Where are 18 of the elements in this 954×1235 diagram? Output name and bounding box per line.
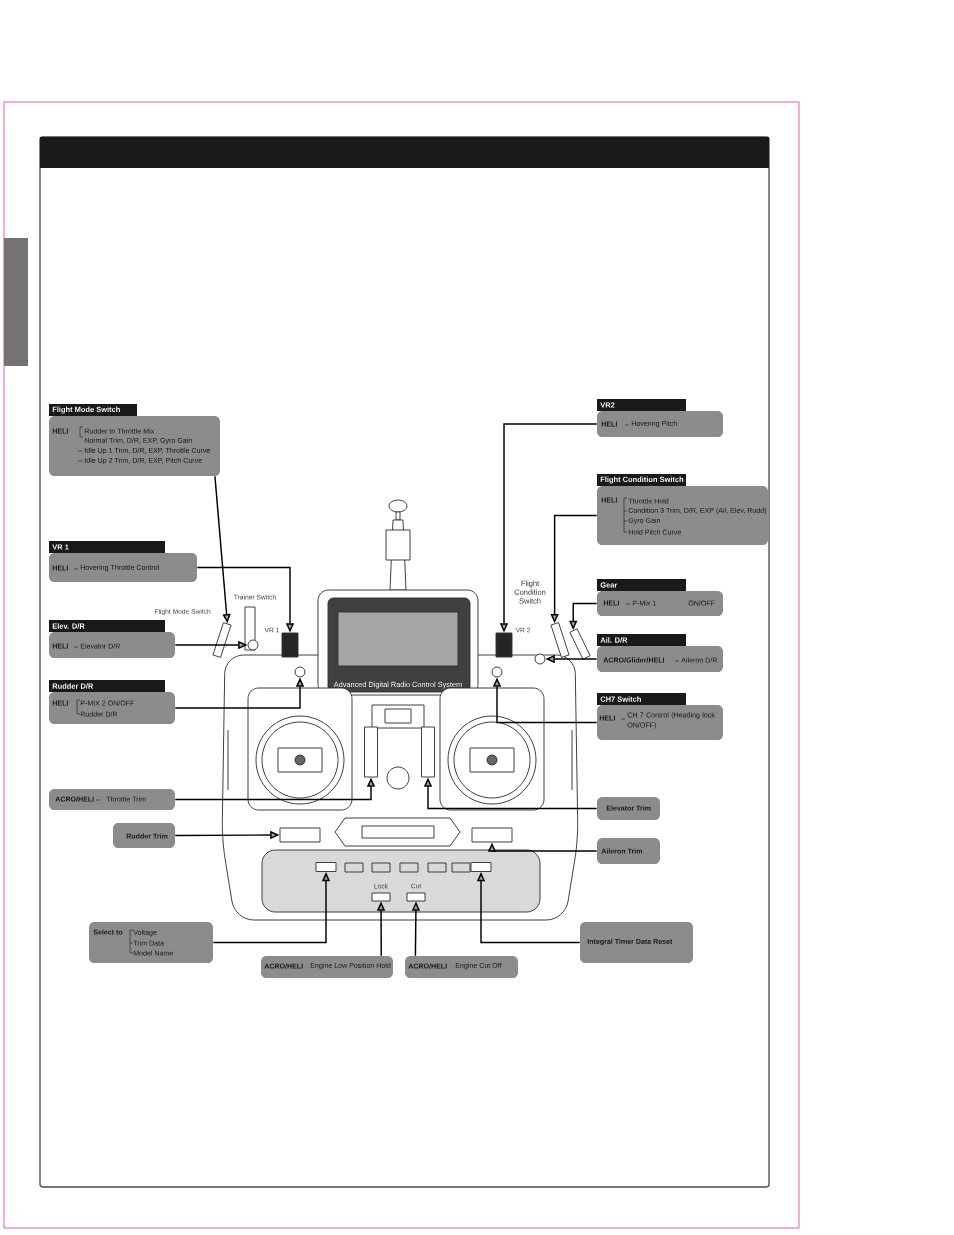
- side-tab: [4, 238, 28, 366]
- switch-lever: [550, 622, 570, 658]
- trim-slider: [421, 726, 435, 778]
- trim-slider: [279, 827, 321, 843]
- panel-button: [371, 892, 391, 902]
- control-knob: [281, 632, 299, 658]
- toggle-switch: [491, 666, 503, 678]
- toggle-switch: [247, 639, 259, 651]
- panel-button: [315, 862, 337, 872]
- control-knob: [495, 632, 513, 658]
- panel-button: [470, 862, 492, 872]
- trim-slider: [364, 726, 378, 778]
- switch-lever: [569, 628, 591, 660]
- toggle-switch: [534, 653, 546, 665]
- switch-lever: [212, 622, 232, 658]
- toggle-switch: [294, 666, 306, 678]
- trim-slider: [471, 827, 513, 843]
- panel-button: [406, 892, 426, 902]
